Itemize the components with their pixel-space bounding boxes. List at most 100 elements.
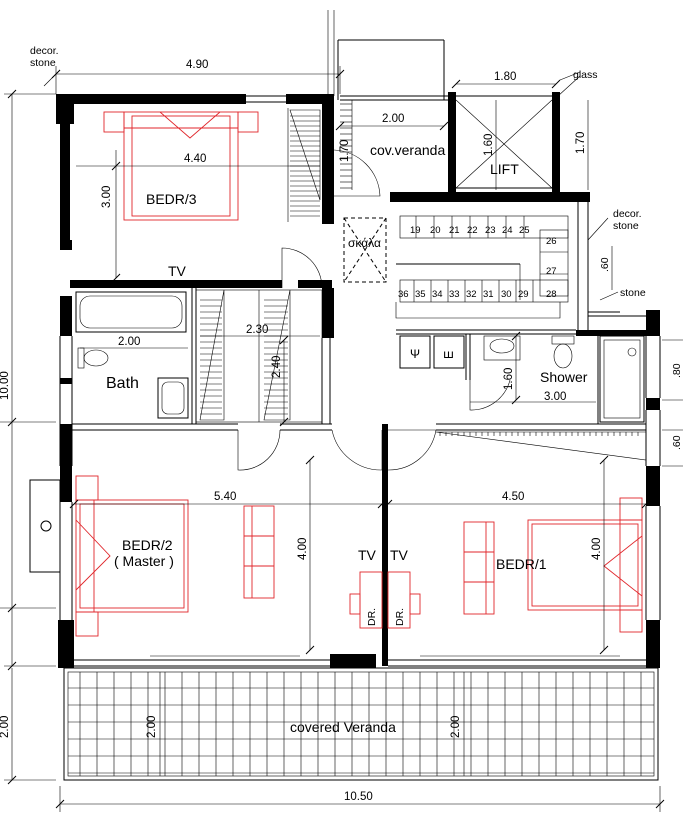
- dim-tick: [7, 89, 17, 99]
- veranda-tile-grid: [68, 672, 654, 776]
- stair-step-29: 29: [518, 289, 529, 300]
- stair-step-24: 24: [502, 225, 513, 236]
- stair-step-30: 30: [501, 289, 512, 300]
- stair-step-19: 19: [410, 225, 421, 236]
- stair-step-34: 34: [432, 289, 443, 300]
- dimension-ticks: [7, 69, 665, 809]
- dim-master-width: 5.40: [214, 491, 236, 503]
- note-stone: stone: [620, 287, 646, 299]
- stair-step-27: 27: [546, 266, 557, 277]
- dim-tick: [335, 69, 345, 79]
- dim-tick: [7, 417, 17, 427]
- wardrobe-line-pattern: [200, 115, 639, 436]
- dr-label-bedr1: DR.: [394, 608, 406, 626]
- dim-bedr1-width: 4.50: [502, 491, 524, 503]
- stair-step-36: 36: [398, 289, 409, 300]
- tv-label-bedr3: TV: [168, 263, 187, 279]
- stair-step-33: 33: [449, 289, 460, 300]
- dim-tick: [7, 603, 17, 613]
- stair-step-lines: [413, 216, 568, 302]
- dim-shower-width: 3.00: [544, 391, 566, 403]
- note-decor-stone-right-2: stone: [613, 220, 639, 232]
- lift-cross: [455, 99, 553, 189]
- dim-tick: [439, 121, 449, 131]
- dr-label-master: DR.: [366, 608, 378, 626]
- staircase: [395, 215, 569, 319]
- shower-tray: [599, 335, 645, 423]
- room-label-stairs: σκάλα: [348, 236, 381, 250]
- dim-tick: [279, 335, 289, 345]
- dim-window-right-2: .60: [671, 435, 683, 450]
- dim-lift-height: 1.60: [483, 134, 495, 156]
- sofa-bedr1: [463, 521, 495, 615]
- stair-numbers-upper: 19 20 21 22 23 24 25: [410, 225, 530, 236]
- dim-tick: [51, 69, 61, 79]
- sink-symbol-icon: Ψ: [410, 347, 420, 361]
- stair-step-31: 31: [483, 289, 494, 300]
- dim-stone-step: .60: [599, 257, 611, 272]
- sofa-master: [243, 505, 275, 599]
- bed-master: [75, 475, 189, 637]
- stair-step-21: 21: [449, 225, 460, 236]
- shower-sink: [483, 335, 521, 361]
- stair-step-25: 25: [519, 225, 530, 236]
- note-decor-stone-left-2: stone: [30, 57, 56, 69]
- dim-tick: [7, 775, 17, 785]
- dim-total-depth: 10.00: [0, 371, 11, 400]
- dim-tick: [383, 499, 393, 509]
- cov-veranda-hatch: [340, 103, 352, 189]
- bath-toilet: [77, 347, 109, 369]
- note-decor-stone-left-1: decor.: [30, 45, 59, 57]
- dim-cov-veranda-depth: 1.70: [339, 140, 351, 162]
- stair-step-32: 32: [466, 289, 477, 300]
- utility-boxes: [399, 335, 465, 369]
- dim-tick: [511, 395, 521, 405]
- dim-tick: [655, 799, 665, 809]
- room-label-covered-veranda: covered Veranda: [290, 719, 396, 735]
- fireplace: [29, 479, 61, 573]
- dim-tick: [7, 661, 17, 671]
- dim-shower-depth: 1.60: [503, 368, 515, 390]
- dim-tick: [335, 121, 345, 131]
- stair-step-35: 35: [415, 289, 426, 300]
- dim-glass-depth: 1.70: [575, 132, 587, 154]
- stair-step-26: 26: [546, 236, 557, 247]
- dim-bedr3-depth: 3.00: [101, 186, 113, 208]
- dim-tick: [599, 645, 609, 655]
- room-label-shower: Shower: [540, 369, 588, 385]
- exterior-walls: [56, 94, 661, 668]
- dim-lift-top: 1.80: [494, 71, 516, 83]
- stair-step-28: 28: [546, 289, 557, 300]
- veranda-inner-outline: [67, 671, 655, 777]
- interior-walls: [70, 10, 646, 666]
- dressers: [349, 571, 421, 629]
- stair-step-20: 20: [430, 225, 441, 236]
- dim-bedr1-depth: 4.00: [591, 538, 603, 560]
- dim-veranda-depth-left: 2.00: [0, 716, 11, 738]
- dim-top-width: 4.90: [186, 59, 208, 71]
- dim-tick: [305, 645, 315, 655]
- dim-bath-width: 2.00: [118, 336, 140, 348]
- dim-tick: [511, 331, 521, 341]
- dimension-lines: [0, 66, 683, 812]
- dim-tick: [55, 799, 65, 809]
- dim-cov-veranda-width: 2.00: [382, 113, 404, 125]
- stair-step-23: 23: [485, 225, 496, 236]
- dim-veranda-depth-right: 2.00: [450, 716, 462, 738]
- room-label-bedr1: BEDR/1: [496, 556, 547, 572]
- room-label-cov-veranda: cov.veranda: [370, 142, 445, 158]
- room-label-bedr2: BEDR/2: [122, 537, 173, 553]
- dim-tick: [305, 455, 315, 465]
- wardrobe-hatching: [195, 108, 647, 461]
- dim-tick: [111, 161, 121, 171]
- dim-master-depth: 4.00: [297, 538, 309, 560]
- dim-tick: [377, 499, 387, 509]
- dim-closet-depth: 2.40: [271, 356, 283, 378]
- dim-window-right-1: .80: [671, 363, 683, 378]
- room-label-bedr3: BEDR/3: [146, 191, 197, 207]
- dim-tick: [551, 79, 561, 89]
- room-label-bath: Bath: [106, 375, 139, 392]
- dim-tick: [279, 417, 289, 427]
- dim-tick: [111, 273, 121, 283]
